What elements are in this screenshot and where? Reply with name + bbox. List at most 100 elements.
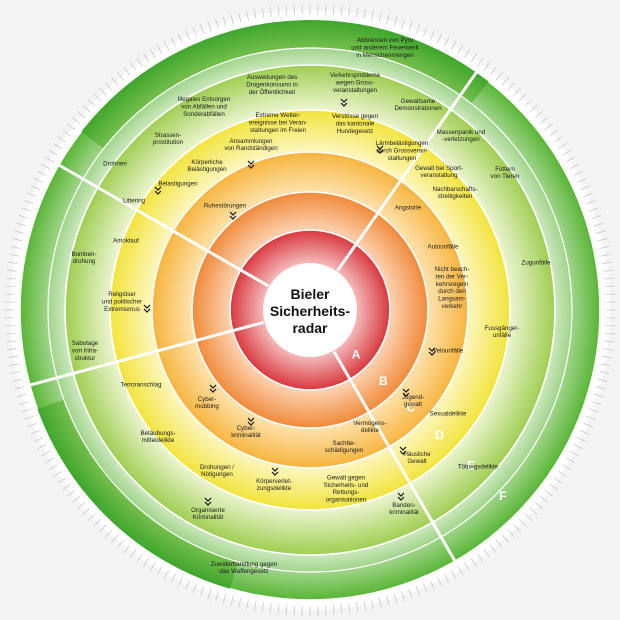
label-line: kehrsregeln [436,281,469,288]
tick-mark [599,371,610,375]
tick-mark [156,44,163,54]
tick-mark [104,529,113,538]
tick-mark [580,185,590,190]
chevron-down-icon [209,388,217,393]
tick-mark [57,477,67,484]
label-line: veranstaltung [420,172,458,179]
label-line: Hundegesetz [337,128,373,135]
tick-mark [99,524,107,533]
tick-mark [430,580,435,590]
chevron-down-icon [428,351,436,356]
outer-ring-accent-1 [37,399,238,589]
tick-mark [199,24,205,34]
tick-mark [386,595,390,606]
tick-mark [450,40,457,51]
tick-mark [566,457,576,464]
tick-mark [40,163,51,170]
label-line: Rettungs- [333,489,360,496]
label-line: Ausweitungen des [247,74,298,81]
tick-mark [12,378,23,382]
label-strassen: Strassen-prostitution [153,132,184,146]
label-line: in Menschenmengen [356,52,414,59]
chevron-down-icon [271,467,279,472]
chevron-down-icon [247,164,255,169]
sector-dividers [27,69,479,564]
tick-mark [534,110,543,119]
divider-top [56,162,270,288]
tick-mark [483,62,491,71]
ring-letter-C: C [406,400,415,414]
tick-mark [27,192,37,198]
tick-mark [117,71,125,81]
tick-mark [393,16,398,27]
label-belastigungen: Belastigungen [154,181,198,195]
tick-mark [14,386,25,390]
label-line: das Waffengesetz [219,568,268,575]
tick-mark [529,507,538,516]
tick-mark [261,7,265,18]
label-line: staltungen [388,155,417,162]
tick-mark [66,123,76,131]
label-line: Häusliche [403,451,431,458]
tick-mark [177,33,183,44]
tick-mark [348,603,351,614]
ring-letter-B: B [379,374,388,388]
tick-mark [599,245,610,249]
tick-mark [149,48,156,58]
label-nachbarschaft: Nachbarschafts-streitigkeiten [432,186,477,200]
tick-mark [604,340,615,343]
tick-mark [170,37,176,47]
tick-mark [430,30,435,40]
tick-mark [9,253,20,257]
tick-mark [33,177,44,183]
label-line: Zugunfälle [522,260,551,267]
tick-mark [5,277,16,280]
label-line: und politischer [102,299,142,306]
tick-mark [489,66,497,76]
label-line: Verkehrsprobleme [330,72,381,79]
tick-mark [53,143,62,150]
tick-mark [215,18,219,29]
tick-mark [605,332,616,335]
tick-mark [170,573,176,583]
label-line: Organisierte [191,507,225,514]
label-line: von Tieren [491,173,520,180]
tick-mark [82,507,91,516]
tick-mark [355,602,359,613]
tick-mark [136,553,143,563]
label-line: unfälle [493,332,512,339]
center-title-line-3: radar [292,320,328,336]
tick-mark [348,6,351,17]
label-line: Tötungsdelikte [458,464,499,471]
label-line: verkehr [442,303,463,310]
label-line: delikte [361,427,379,434]
label-line: Betäubungs- [140,430,175,437]
tick-mark [401,18,405,29]
label-line: Gewalt [407,458,427,465]
tick-mark [163,569,170,580]
label-vermoegens: Vermögens-delikte [353,420,386,434]
trend-arrow-icon [399,446,407,455]
label-line: Amoklauf [113,238,139,245]
tick-mark [457,566,464,576]
tick-mark [110,77,119,86]
tick-mark [285,605,288,616]
tick-mark [99,87,107,96]
tick-mark [371,10,375,21]
tick-mark [507,529,516,538]
tick-mark [230,14,234,25]
label-jugendgewalt: Jugend-gewalt [402,388,424,408]
label-line: kriminalität [231,432,261,439]
tick-mark [123,544,131,554]
label-cyberkriminalitaet: Cyber-kriminalität [231,417,261,439]
trend-arrow-icon [229,211,237,220]
